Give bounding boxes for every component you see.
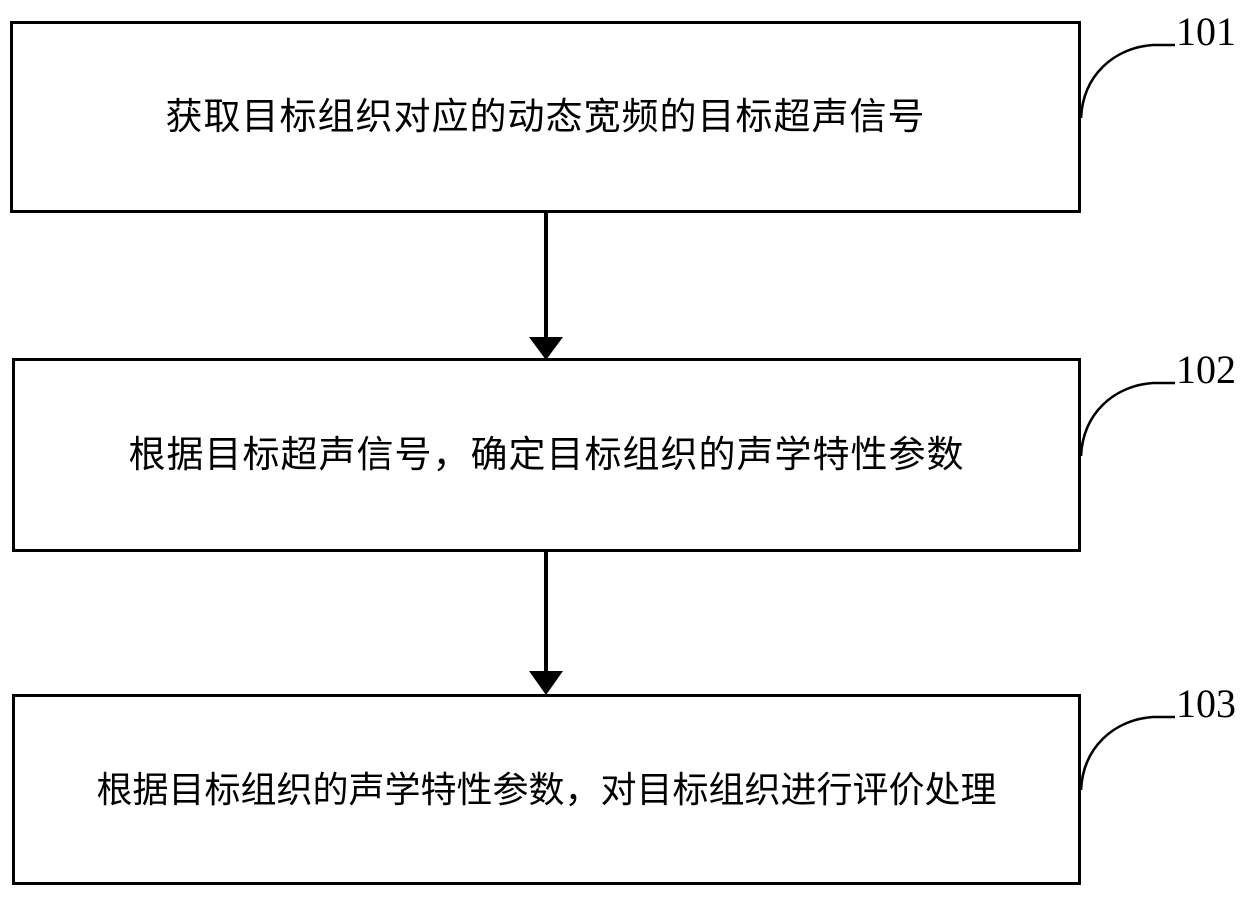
step-ref-103: 103	[1176, 681, 1236, 726]
connector-arrow-101-102	[529, 211, 563, 360]
step-ref-101: 101	[1176, 9, 1236, 54]
connector-arrow-102-103	[529, 551, 563, 695]
process-box-103: 根据目标组织的声学特性参数，对目标组织进行评价处理	[12, 694, 1081, 885]
process-box-102-label: 根据目标超声信号，确定目标组织的声学特性参数	[128, 433, 965, 475]
leader-line-103	[1079, 715, 1175, 791]
step-ref-102: 102	[1176, 347, 1236, 392]
leader-line-102	[1079, 381, 1175, 457]
process-box-101-label: 获取目标组织对应的动态宽频的目标超声信号	[165, 95, 926, 137]
process-box-101: 获取目标组织对应的动态宽频的目标超声信号	[10, 21, 1081, 213]
leader-line-101	[1079, 43, 1175, 119]
process-box-103-label: 根据目标组织的声学特性参数，对目标组织进行评价处理	[96, 768, 997, 810]
process-box-102: 根据目标超声信号，确定目标组织的声学特性参数	[12, 358, 1081, 552]
